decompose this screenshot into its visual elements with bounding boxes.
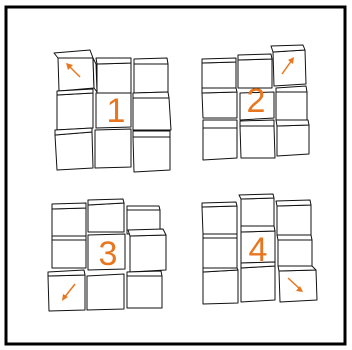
panel-1: 1 <box>54 50 171 172</box>
panel-label-3: 3 <box>99 235 118 273</box>
panel-label-2: 2 <box>247 82 266 120</box>
panel-label-1: 1 <box>107 92 126 130</box>
panel-3: 3 <box>48 199 166 311</box>
panel-2: 2 <box>202 45 309 160</box>
panel-4: 4 <box>202 194 317 304</box>
panel-label-4: 4 <box>249 231 268 269</box>
